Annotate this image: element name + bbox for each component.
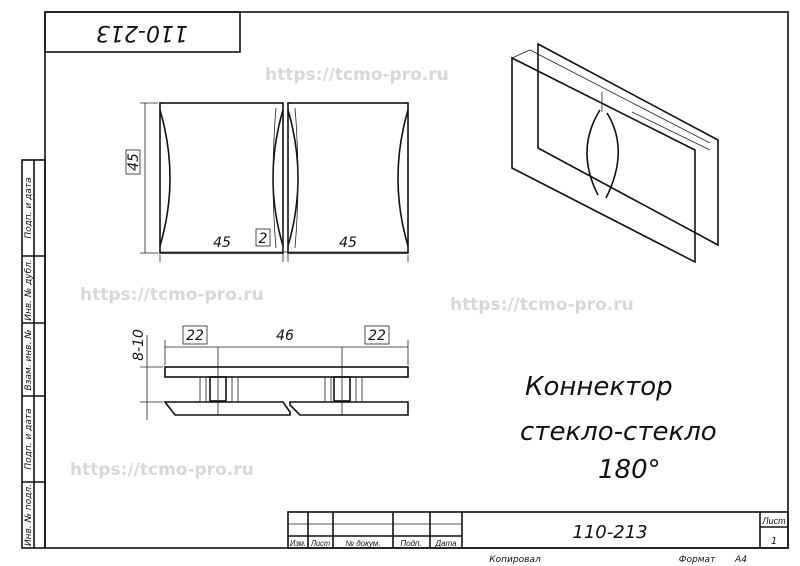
document-number: 110-213	[572, 522, 647, 543]
title-line-2: стекло-стекло	[520, 417, 717, 447]
isometric-view	[511, 42, 719, 264]
dim-height: 45	[126, 153, 142, 171]
dim-gap: 2	[259, 231, 268, 247]
watermark-text: https://tcmo-pro.ru	[265, 65, 449, 85]
header-izm: Изм.	[290, 539, 306, 548]
stamp-number: 110-213	[96, 20, 188, 45]
copied-label: Копировал	[489, 555, 541, 565]
front-view: 45 45 2 45	[125, 102, 409, 262]
dim-center: 46	[276, 328, 294, 344]
watermark-text: https://tcmo-pro.ru	[70, 460, 254, 480]
watermark-text: https://tcmo-pro.ru	[450, 295, 634, 315]
dim-thickness: 8-10	[131, 329, 147, 361]
header-date: Дата	[434, 539, 457, 548]
dim-offset-left: 22	[186, 328, 204, 344]
title-line-1: Коннектор	[525, 372, 673, 402]
header-list: Лист	[310, 539, 330, 548]
format-label: Формат	[679, 555, 716, 565]
side-label: Взам. инв. №	[24, 329, 34, 390]
header-sign: Подп.	[400, 539, 421, 548]
header-doc: № докум.	[345, 539, 380, 548]
watermark-layer: https://tcmo-pro.ru https://tcmo-pro.ru …	[70, 65, 634, 480]
title-line-3: 180°	[598, 455, 661, 485]
sheet-number: 1	[771, 536, 777, 547]
stamp-box	[44, 11, 241, 53]
side-label: Инв. № подл.	[24, 484, 34, 546]
side-label: Подп. и дата	[24, 177, 34, 238]
side-label: Подп. и дата	[24, 408, 34, 469]
sheet-label: Лист	[761, 516, 786, 526]
dim-width-left: 45	[213, 235, 231, 251]
title-block: Изм. Лист № докум. Подп. Дата 110-213 Ли…	[287, 511, 789, 549]
side-strip: Подп. и дата Инв. № дубл. Взам. инв. № П…	[21, 159, 46, 549]
format-value: А4	[734, 555, 747, 565]
dim-width-right: 45	[339, 235, 357, 251]
dim-offset-right: 22	[368, 328, 386, 344]
section-view: 22 46 22 8-10	[131, 325, 409, 420]
watermark-text: https://tcmo-pro.ru	[80, 285, 264, 305]
side-label: Инв. № дубл.	[24, 259, 34, 321]
